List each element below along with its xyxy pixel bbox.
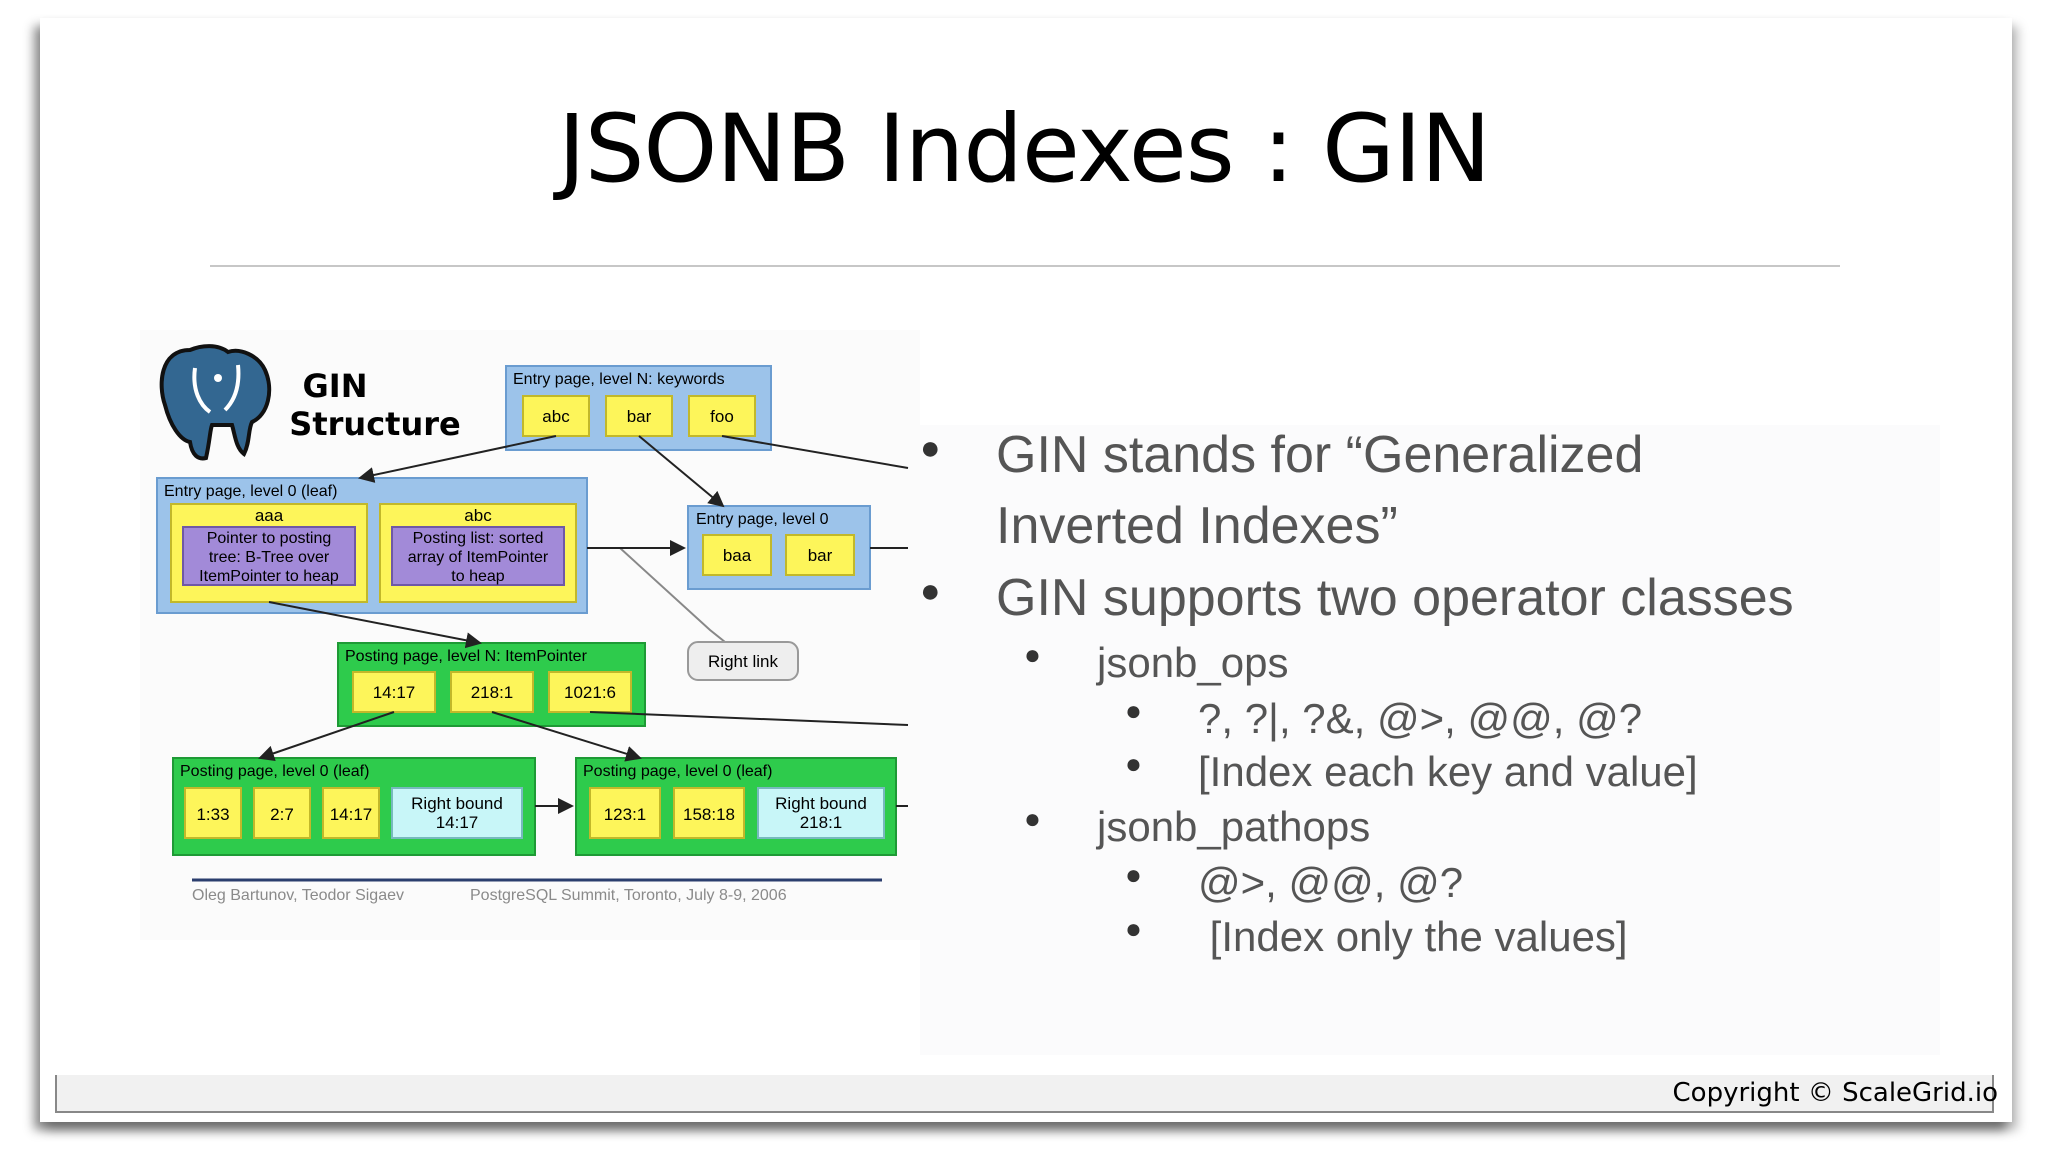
- bullet-dot: ●: [1024, 803, 1041, 834]
- posting-top-label: Posting page, level N: ItemPointer: [345, 648, 588, 665]
- credit-authors: Oleg Bartunov, Teodor Sigaev: [192, 887, 404, 904]
- copyright-text: Copyright © ScaleGrid.io: [1672, 1078, 1998, 1108]
- right-link-callout: Right link: [619, 547, 799, 681]
- bullet-continuation: Inverted Indexes”: [996, 496, 1398, 556]
- bullet-dot: ●: [920, 429, 941, 467]
- entry-level0-key: baa: [723, 546, 752, 565]
- bullet-item: ● GIN supports two operator classes: [920, 568, 1794, 628]
- bullet-dot: ●: [1125, 748, 1142, 779]
- bullet-item: ● jsonb_ops: [1024, 639, 1289, 687]
- bullet-item: ● GIN stands for “Generalized: [920, 425, 1644, 485]
- bullet-item: ● ?, ?|, ?&, @>, @@, @?: [1125, 695, 1643, 743]
- bullet-text: GIN stands for “Generalized: [996, 426, 1644, 484]
- note-line: ItemPointer to heap: [199, 568, 339, 585]
- posting-page-leaf-a: Posting page, level 0 (leaf) 1:33 2:7 14…: [172, 757, 536, 856]
- bullet-text: [Index only the values]: [1198, 913, 1628, 960]
- posting-leaf-key: 14:17: [330, 805, 373, 824]
- diagram-heading-line2: Structure: [289, 405, 460, 443]
- note-line: to heap: [451, 568, 504, 585]
- entry-level0-label: Entry page, level 0: [696, 511, 829, 528]
- entry-leaf-key: aaa: [255, 506, 284, 525]
- right-bound-value: 218:1: [800, 813, 843, 832]
- entry-top-key: foo: [710, 407, 734, 426]
- bullet-dot: ●: [920, 572, 941, 610]
- posting-top-key: 14:17: [373, 683, 416, 702]
- right-link-label: Right link: [708, 652, 778, 671]
- entry-top-key: abc: [542, 407, 570, 426]
- posting-leaf-key: 1:33: [196, 805, 229, 824]
- credit-event: PostgreSQL Summit, Toronto, July 8-9, 20…: [470, 887, 787, 904]
- note-line: array of ItemPointer: [408, 549, 549, 566]
- bullet-item: ● [Index only the values]: [1125, 913, 1628, 961]
- bullet-item: ● jsonb_pathops: [1024, 803, 1371, 851]
- bullet-text: ?, ?|, ?&, @>, @@, @?: [1198, 695, 1643, 742]
- entry-top-key: bar: [627, 407, 652, 426]
- postgresql-elephant-icon: [159, 344, 272, 461]
- right-bound-value: 14:17: [436, 813, 479, 832]
- entry-leaf-key: abc: [464, 506, 492, 525]
- entry-top-label: Entry page, level N: keywords: [513, 371, 725, 388]
- bullet-text: GIN supports two operator classes: [996, 569, 1794, 627]
- right-bound-label: Right bound: [411, 794, 503, 813]
- posting-top-key: 1021:6: [564, 683, 616, 702]
- bullet-dot: ●: [1125, 695, 1142, 726]
- diagram-heading-line1: GIN: [303, 367, 368, 405]
- posting-page-level-n: Posting page, level N: ItemPointer 14:17…: [337, 642, 646, 727]
- bullet-text: jsonb_ops: [1097, 639, 1289, 686]
- entry-page-keywords: Entry page, level N: keywords abc bar fo…: [505, 365, 772, 451]
- posting-top-key: 218:1: [471, 683, 514, 702]
- footer-frame: [55, 1075, 1994, 1113]
- bullet-list: ● GIN stands for “Generalized Inverted I…: [920, 425, 1940, 1055]
- entry-page-leaf: Entry page, level 0 (leaf) aaa abc Point…: [156, 477, 588, 614]
- title-divider: [210, 265, 1840, 267]
- bullet-item: ● @>, @@, @?: [1125, 859, 1464, 907]
- bullet-text: @>, @@, @?: [1198, 859, 1464, 906]
- entry-page-level0: Entry page, level 0 baa bar: [687, 505, 871, 590]
- gin-structure-diagram: GIN Structure Entry page, level N: keywo…: [140, 330, 920, 940]
- bullet-dot: ●: [1024, 639, 1041, 670]
- bullet-dot: ●: [1125, 913, 1142, 944]
- diagram-connectors: [258, 435, 909, 814]
- bullet-text: [Index each key and value]: [1198, 748, 1698, 795]
- note-line: tree: B-Tree over: [209, 549, 330, 566]
- bullet-item: ● [Index each key and value]: [1125, 748, 1698, 796]
- bullet-text: Inverted Indexes”: [996, 497, 1398, 555]
- posting-page-leaf-b: Posting page, level 0 (leaf) 123:1 158:1…: [575, 757, 897, 856]
- entry-level0-key: bar: [808, 546, 833, 565]
- bullet-dot: ●: [1125, 859, 1142, 890]
- note-line: Pointer to posting: [207, 530, 332, 547]
- posting-leaf-key: 123:1: [604, 805, 647, 824]
- note-line: Posting list: sorted: [413, 530, 544, 547]
- posting-leaf-key: 158:18: [683, 805, 735, 824]
- posting-leaf-a-label: Posting page, level 0 (leaf): [180, 763, 369, 780]
- posting-leaf-b-label: Posting page, level 0 (leaf): [583, 763, 772, 780]
- bullet-text: jsonb_pathops: [1097, 803, 1371, 850]
- posting-leaf-key: 2:7: [270, 805, 294, 824]
- right-bound-label: Right bound: [775, 794, 867, 813]
- entry-leaf-label: Entry page, level 0 (leaf): [164, 483, 337, 500]
- slide-title: JSONB Indexes : GIN: [557, 95, 1491, 204]
